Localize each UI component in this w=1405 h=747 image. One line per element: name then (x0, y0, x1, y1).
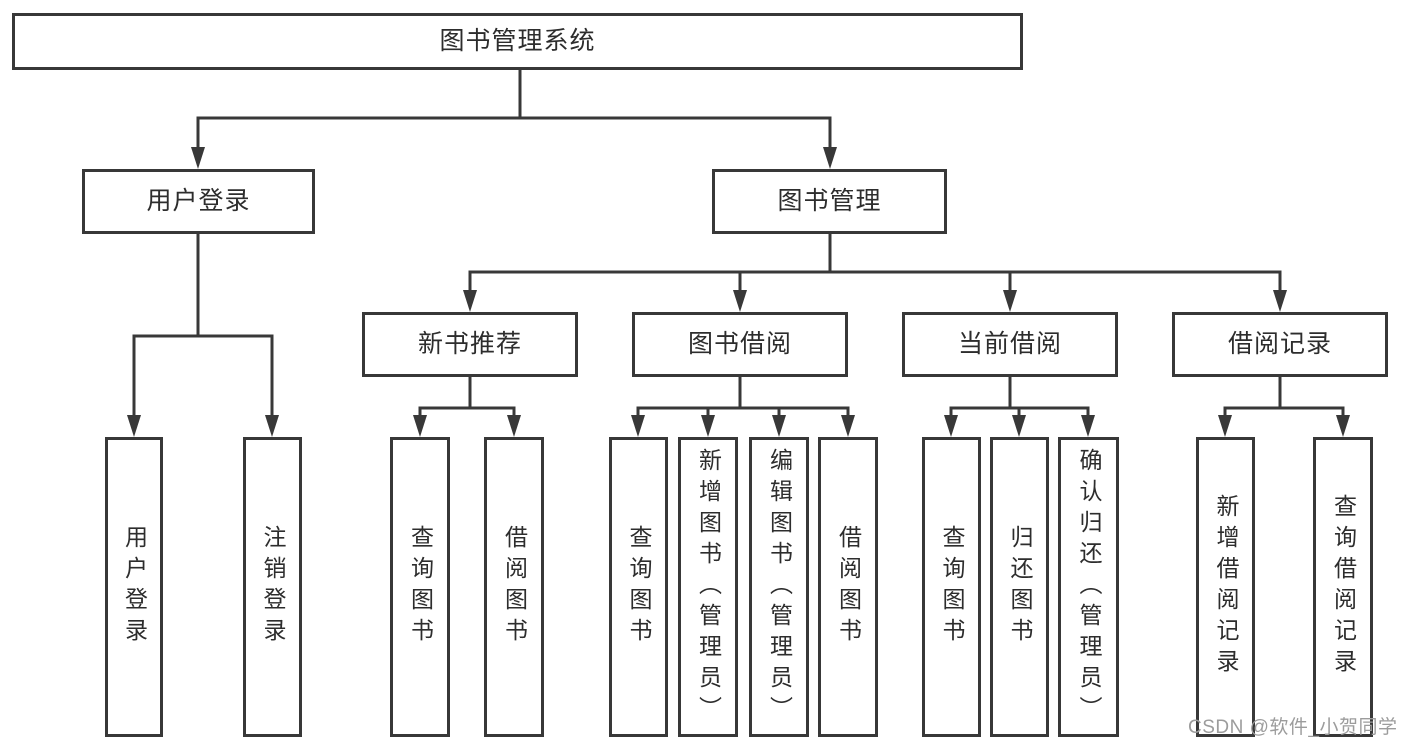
leaf-logout: 注销登录 (243, 437, 302, 737)
leaf-add-borrow-record: 新增借阅记录 (1196, 437, 1255, 737)
leaf-add-books-admin: 新增图书（管理员） (678, 437, 738, 737)
node-root: 图书管理系统 (12, 13, 1023, 70)
leaf-query-borrow-record: 查询借阅记录 (1313, 437, 1373, 737)
leaf-recommend-borrow-books: 借阅图书 (484, 437, 544, 737)
leaf-return-books: 归还图书 (990, 437, 1049, 737)
node-user-login: 用户登录 (82, 169, 315, 234)
csdn-watermark: CSDN @软件_小贺同学 (1188, 717, 1398, 738)
leaf-user-login: 用户登录 (105, 437, 163, 737)
node-book-management: 图书管理 (712, 169, 947, 234)
leaf-confirm-return-admin: 确认归还（管理员） (1058, 437, 1119, 737)
leaf-edit-books-admin: 编辑图书（管理员） (749, 437, 809, 737)
node-borrow-records: 借阅记录 (1172, 312, 1388, 377)
leaf-recommend-query-books: 查询图书 (390, 437, 450, 737)
leaf-current-query-books: 查询图书 (922, 437, 981, 737)
leaf-borrow-query-books: 查询图书 (609, 437, 668, 737)
leaf-borrow-books: 借阅图书 (818, 437, 878, 737)
node-current-borrow: 当前借阅 (902, 312, 1118, 377)
node-new-book-recommend: 新书推荐 (362, 312, 578, 377)
node-book-borrow: 图书借阅 (632, 312, 848, 377)
